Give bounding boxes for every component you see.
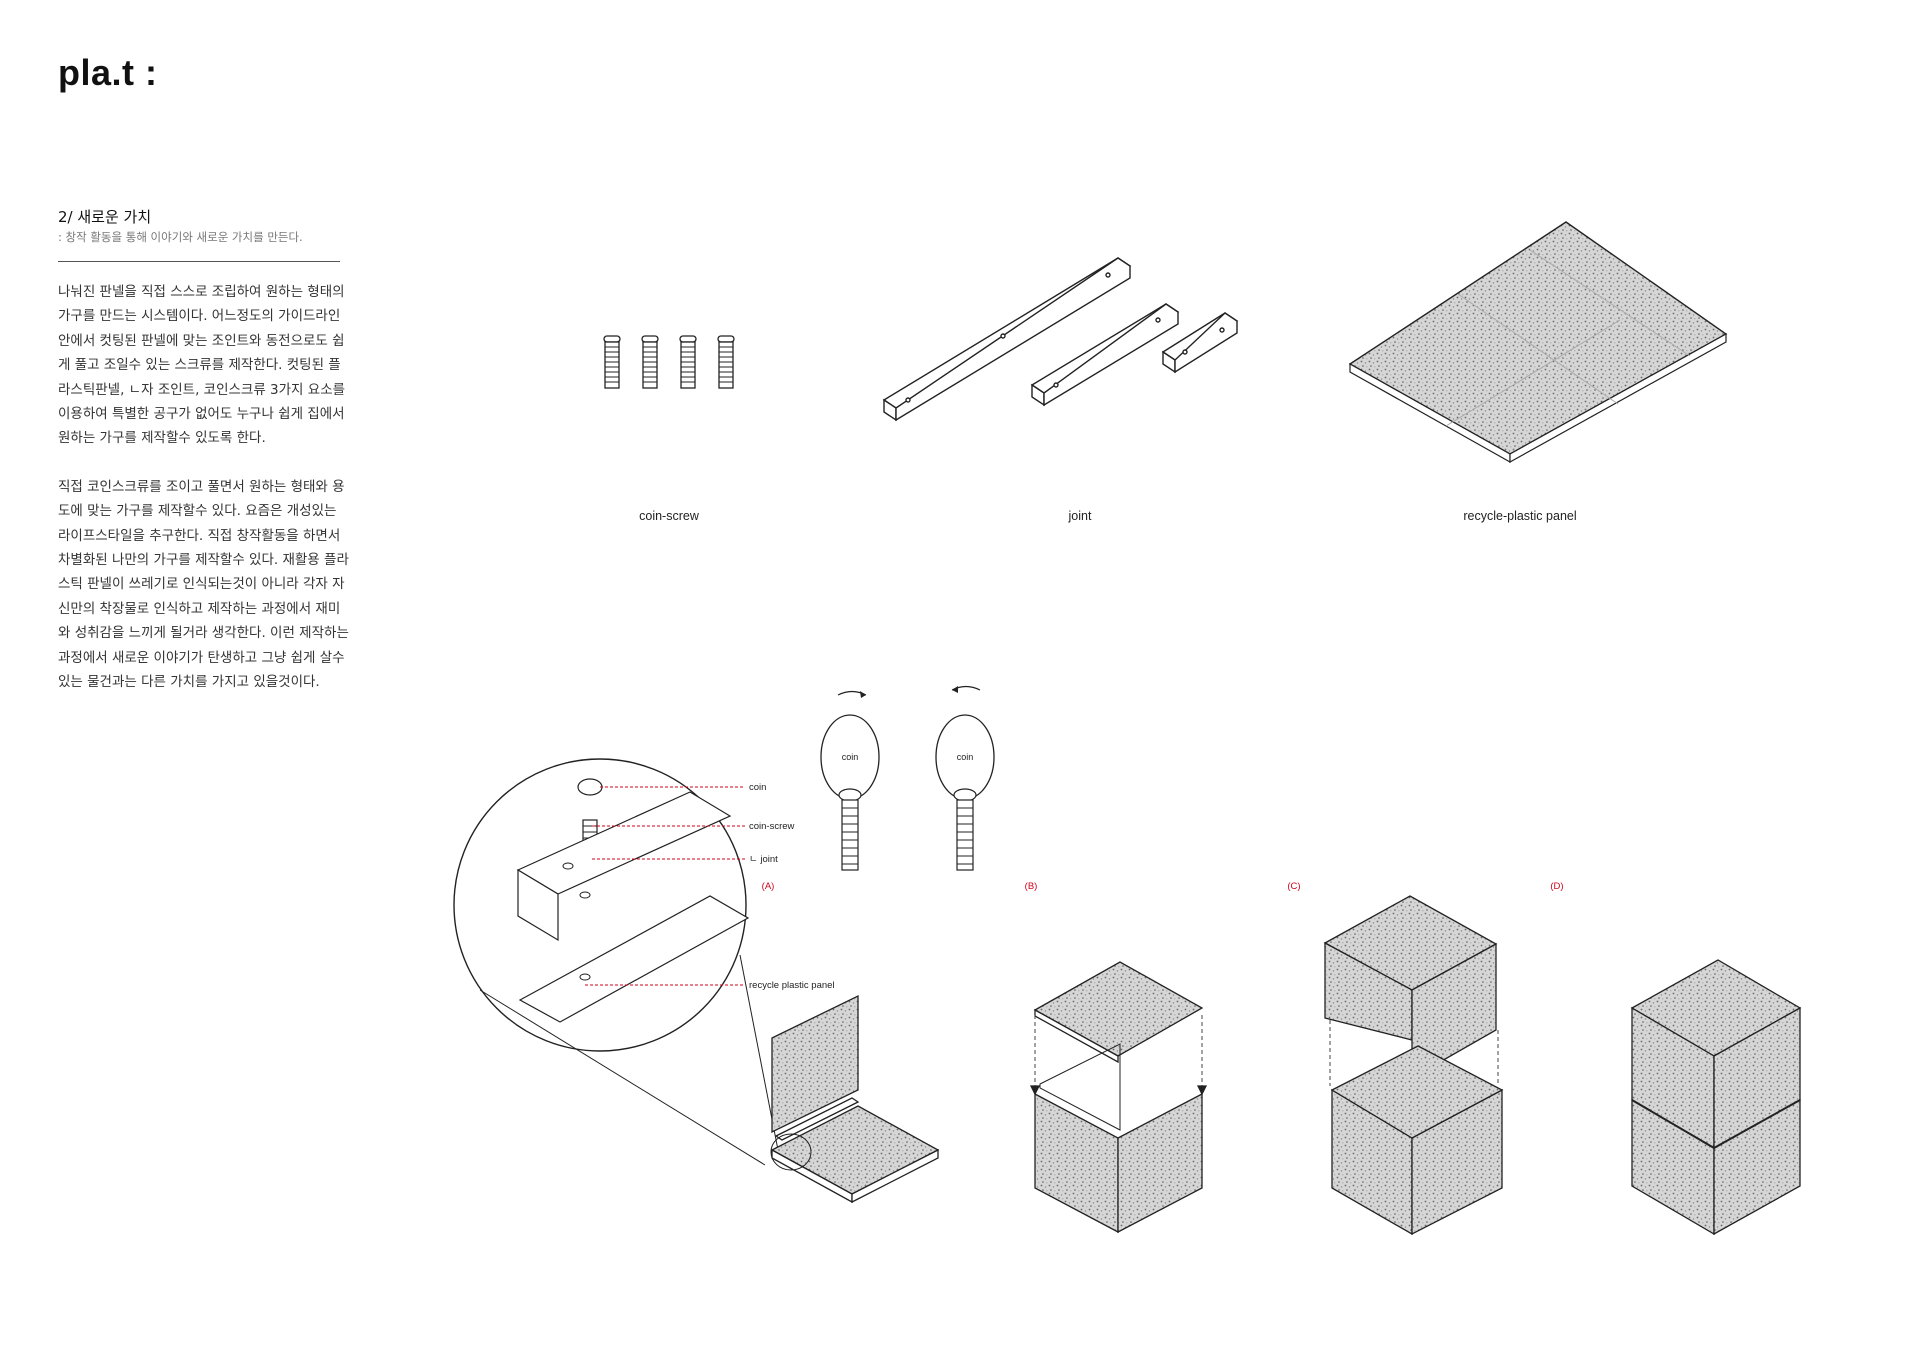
joint-short	[1161, 312, 1239, 374]
recycle-plastic-panel	[1348, 221, 1728, 464]
coin-rotation-left: coin	[820, 690, 880, 871]
label-recycle-plastic-panel: recycle-plastic panel	[1463, 509, 1576, 523]
joint-long	[882, 257, 1132, 422]
rotate-arrow-icon	[952, 686, 958, 693]
coin-label-left: coin	[842, 752, 859, 762]
callout-coin: coin	[749, 782, 766, 793]
step-d-assembly	[1630, 959, 1802, 1236]
coin-screw-4	[717, 335, 735, 389]
coin-screw-3	[679, 335, 697, 389]
coin-screw-2	[641, 335, 659, 389]
description-paragraph-2: 직접 코인스크류를 조이고 풀면서 원하는 형태와 용도에 맞는 가구를 제작할…	[58, 478, 349, 691]
label-coin-screw: coin-screw	[639, 509, 700, 523]
joint-set	[882, 257, 1239, 422]
coin-screw-set	[603, 335, 735, 389]
brand-logo: pla.t :	[58, 52, 158, 93]
step-c-assembly	[1323, 895, 1504, 1236]
description-paragraph-1: 나눠진 판넬을 직접 스스로 조립하여 원하는 형태의 가구를 만드는 시스템이…	[58, 284, 346, 447]
detail-magnifier	[453, 758, 779, 1166]
step-label-a: (A)	[762, 881, 775, 892]
callout-panel: recycle plastic panel	[749, 980, 835, 991]
step-label-c: (C)	[1287, 881, 1300, 892]
coin-rotation-right: coin	[935, 685, 995, 871]
step-a-assembly	[770, 994, 940, 1204]
section-subtitle: : 창작 활동을 통해 이야기와 새로운 가치를 만든다.	[58, 230, 303, 244]
joint-medium	[1030, 303, 1180, 407]
section-title: 2/ 새로운 가치	[58, 208, 152, 226]
step-label-b: (B)	[1025, 881, 1038, 892]
rotate-arrow-icon	[860, 691, 866, 698]
callouts	[585, 786, 745, 986]
coin-screw-1	[603, 335, 621, 389]
callout-joint: ㄴ joint	[749, 854, 778, 865]
step-b-assembly	[1029, 961, 1208, 1234]
description: 나눠진 판넬을 직접 스스로 조립하여 원하는 형태의 가구를 만드는 시스템이…	[58, 280, 350, 719]
coin-label-right: coin	[957, 752, 974, 762]
step-label-d: (D)	[1550, 881, 1563, 892]
section-divider	[58, 261, 340, 262]
callout-coin-screw: coin-screw	[749, 821, 795, 832]
label-joint: joint	[1068, 509, 1092, 523]
